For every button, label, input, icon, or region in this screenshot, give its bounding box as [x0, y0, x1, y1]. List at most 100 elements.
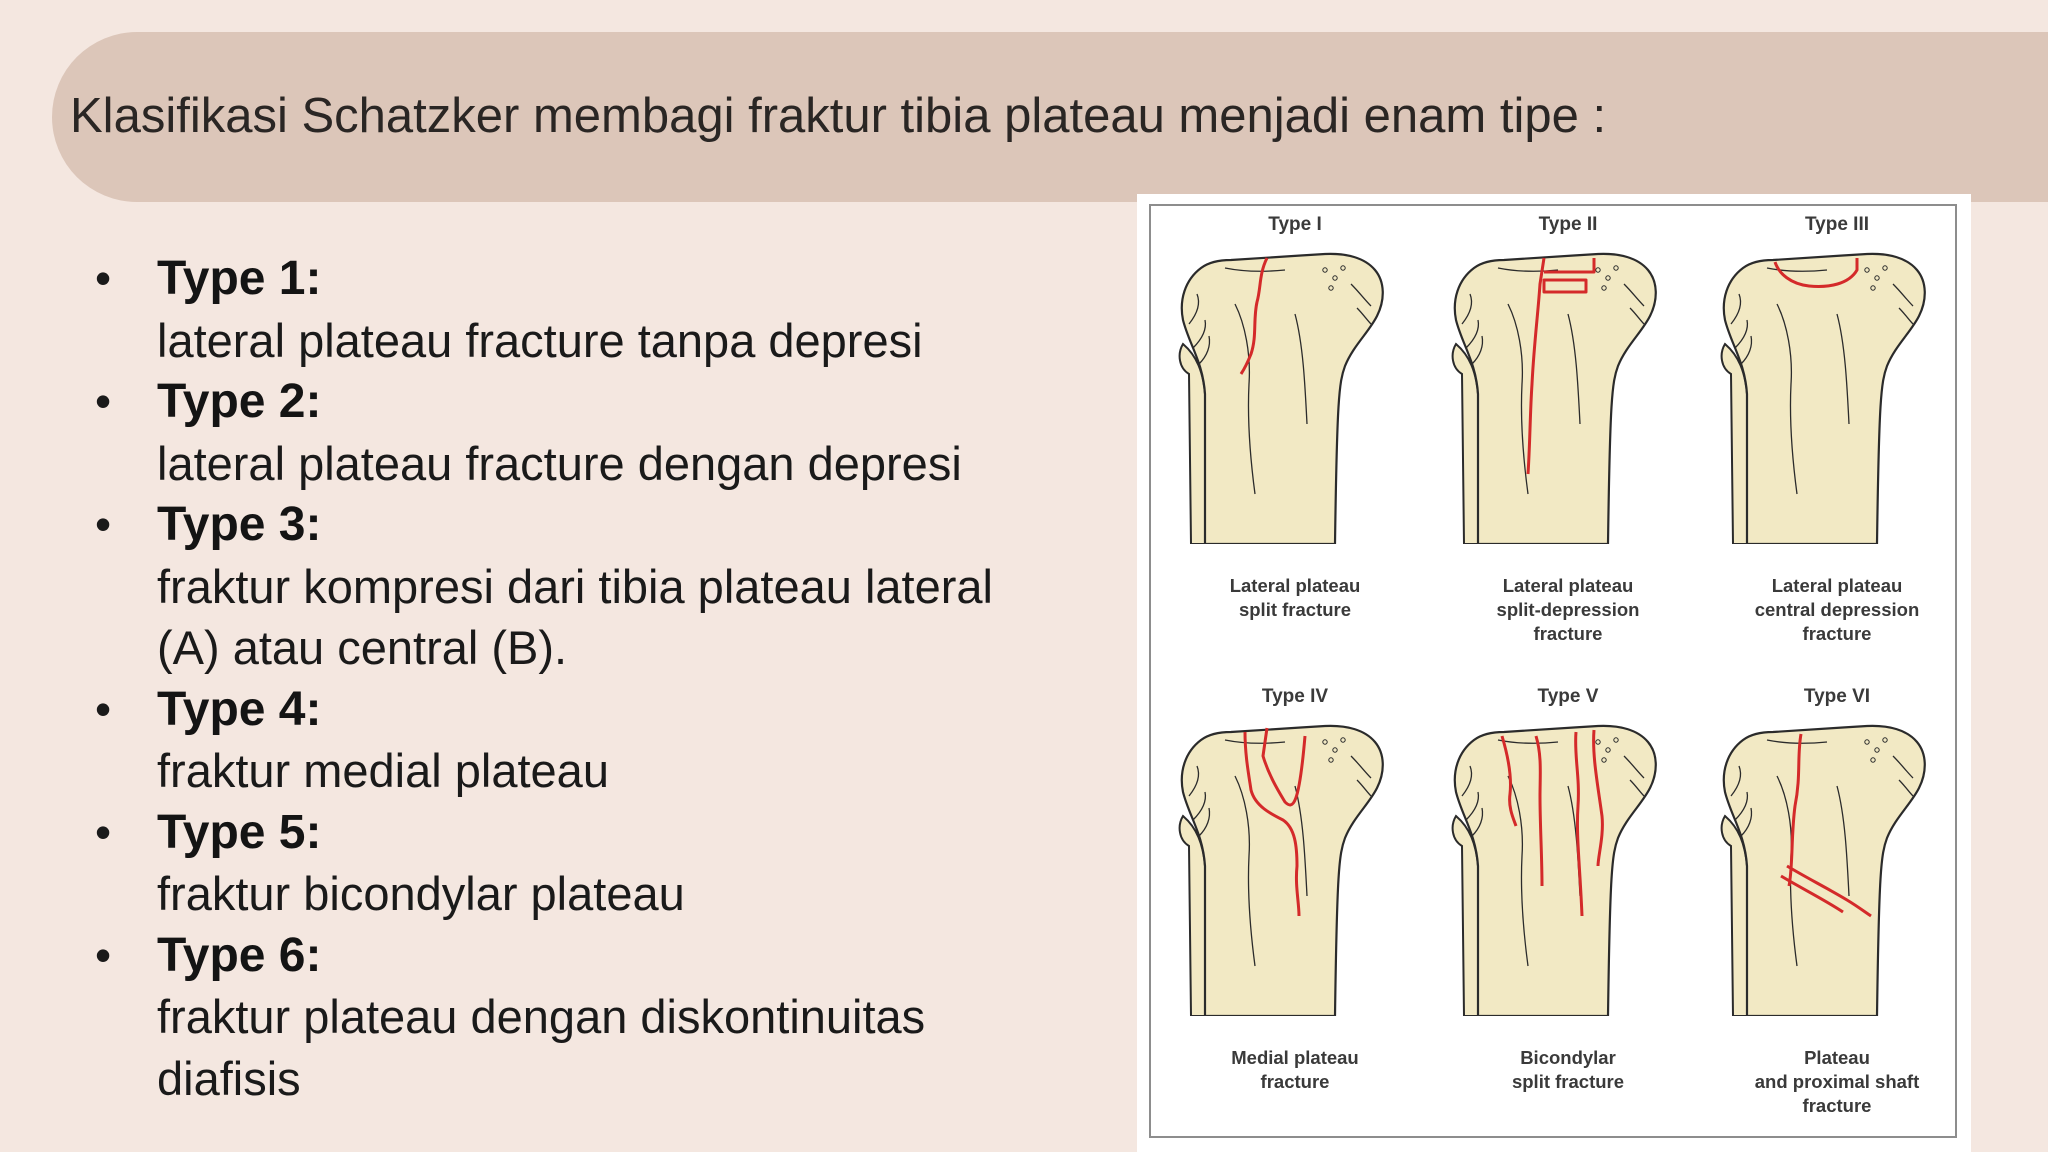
fibula-shape: [1451, 814, 1479, 1016]
panel-caption-line: fracture: [1533, 623, 1603, 644]
bone-texture-line: [1766, 267, 1828, 272]
type-label: Type 1:: [157, 252, 322, 305]
bone-pore-mark: [1332, 275, 1338, 281]
bone-pore-mark: [1882, 737, 1888, 743]
panel-caption-line: split fracture: [1511, 1071, 1625, 1092]
fracture-line: [1592, 729, 1604, 867]
panel-title: Type I: [1268, 214, 1322, 235]
panel-caption-line: fracture: [1802, 623, 1872, 644]
type-description: diafisis: [157, 1051, 301, 1105]
panel-caption-line: split fracture: [1238, 599, 1352, 620]
panel-title: Type V: [1537, 686, 1599, 707]
bone-texture-line: [1350, 755, 1372, 797]
panel-caption-line: Plateau: [1804, 1047, 1870, 1068]
bone-pore-mark: [1595, 739, 1601, 745]
fracture-line: [1526, 257, 1546, 475]
title-band: [52, 32, 2048, 202]
tibia-illustration: [1178, 724, 1384, 1016]
tibia-shape: [1722, 252, 1926, 544]
bullet-marker: •: [95, 498, 112, 550]
type-label: Type 4:: [157, 682, 322, 736]
bone-texture-line: [1350, 283, 1372, 325]
bone-texture-line: [1836, 785, 1850, 897]
bone-texture-line: [1766, 739, 1828, 744]
type-label: Type 2:: [157, 375, 322, 428]
fibula-shape: [1720, 342, 1748, 544]
type-description: fraktur bicondylar plateau: [157, 867, 685, 920]
bullet-marker: •: [95, 928, 112, 981]
bone-pore-mark: [1874, 275, 1880, 281]
tibia-shape: [1722, 724, 1926, 1016]
panel-caption-line: central depression: [1754, 599, 1920, 620]
panel-title: Type III: [1804, 214, 1870, 235]
bone-pore-mark: [1864, 267, 1870, 273]
tibia-illustration: [1720, 252, 1926, 544]
bone-texture-line: [1224, 739, 1286, 744]
bone-texture-line: [1730, 765, 1753, 837]
bone-texture-line: [1892, 755, 1914, 797]
bullet-marker: •: [95, 252, 112, 304]
panel-title: Type II: [1538, 214, 1598, 235]
type-description: fraktur plateau dengan diskontinuitas: [157, 990, 926, 1043]
fracture-line: [1780, 874, 1844, 914]
tibia-shape: [1453, 252, 1657, 544]
bone-pore-mark: [1332, 747, 1338, 753]
bone-pore-mark: [1870, 285, 1876, 291]
fracture-line: [1243, 731, 1301, 917]
type-description: lateral plateau fracture dengan depresi: [157, 436, 962, 490]
tibia-shape: [1180, 724, 1384, 1016]
bone-texture-line: [1234, 303, 1256, 495]
fracture-type-panel: Type IV Medial plateau fracture: [1165, 686, 1425, 1146]
type-item: • Type 6: fraktur plateau dengan diskontin…: [85, 925, 1095, 1110]
panel-caption-line: Lateral plateau: [1771, 575, 1903, 596]
bullet-marker: •: [95, 805, 112, 858]
panel-caption-line: Bicondylar: [1520, 1047, 1616, 1068]
panel-caption: Medial plateau fracture: [1165, 1046, 1425, 1094]
fracture-line: [1534, 735, 1544, 887]
bone-texture-line: [1623, 283, 1645, 325]
bone-texture-line: [1507, 775, 1529, 967]
bone-texture-line: [1188, 765, 1211, 837]
bone-texture-line: [1836, 313, 1850, 425]
fracture-line: [1787, 733, 1803, 887]
fracture-line: [1574, 731, 1584, 917]
bone-texture-line: [1294, 313, 1308, 425]
tibia-illustration: [1451, 252, 1657, 544]
type-description: lateral plateau fracture tanpa depresi: [157, 313, 923, 367]
panel-caption: Lateral plateau central depression fractur…: [1707, 574, 1967, 646]
fracture-line: [1261, 727, 1307, 807]
panel-caption-line: fracture: [1260, 1071, 1330, 1092]
slide-title: Klasifikasi Schatzker membagi fraktur ti…: [70, 89, 1607, 143]
bone-pore-mark: [1613, 737, 1619, 743]
bone-pore-mark: [1864, 739, 1870, 745]
bone-texture-line: [1730, 293, 1753, 365]
panel-caption-line: Lateral plateau: [1502, 575, 1634, 596]
panel-caption-line: split-depression: [1496, 599, 1640, 620]
type-description: fraktur medial plateau: [157, 744, 609, 797]
fracture-line: [1544, 258, 1596, 274]
fibula-shape: [1451, 342, 1479, 544]
type-label: Type 6:: [157, 928, 322, 982]
panel-title: Type IV: [1261, 686, 1329, 707]
bone-texture-line: [1623, 755, 1645, 797]
panel-caption-line: and proximal shaft: [1754, 1071, 1920, 1092]
type-list: • Type 1: lateral plateau fracture tanpa d…: [85, 248, 1095, 1109]
bone-texture-line: [1224, 267, 1286, 272]
bone-pore-mark: [1595, 267, 1601, 273]
fracture-line: [1500, 735, 1518, 827]
tibia-illustration: [1178, 252, 1384, 544]
bone-texture-line: [1234, 775, 1256, 967]
type-label: Type 5:: [157, 805, 322, 859]
bone-pore-mark: [1601, 757, 1607, 763]
fracture-line: [1786, 864, 1872, 918]
bone-pore-mark: [1613, 265, 1619, 271]
bone-pore-mark: [1328, 285, 1334, 291]
fracture-type-panel: Type V Bicondylar split fracture: [1438, 686, 1698, 1146]
type-description: fraktur kompresi dari tibia plateau late…: [157, 559, 993, 613]
panel-caption: Lateral plateau split-depression fracture: [1438, 574, 1698, 646]
fracture-type-panel: Type III Lateral plateau central depressio…: [1707, 214, 1967, 674]
bone-texture-line: [1461, 765, 1484, 837]
panel-caption-line: Medial plateau: [1231, 1047, 1359, 1068]
